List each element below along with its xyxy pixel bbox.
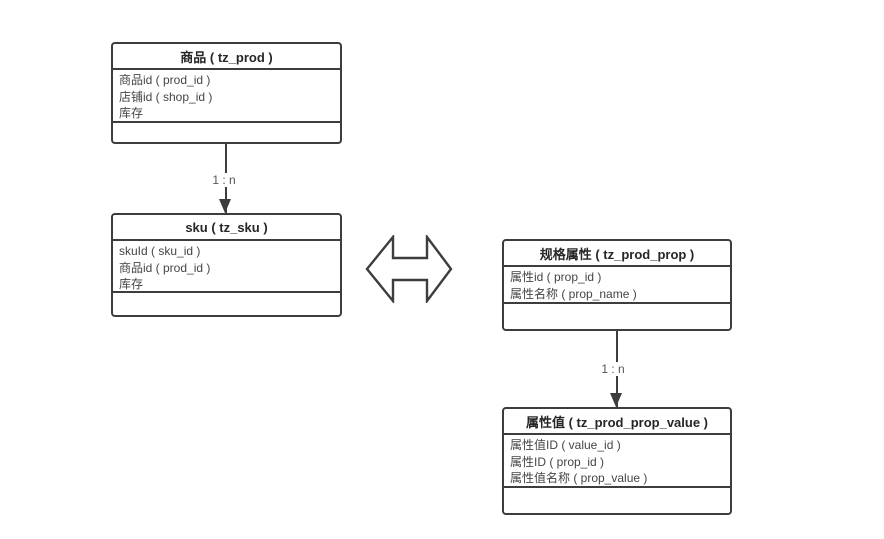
- entity-prop-value-empty-section: [504, 488, 730, 513]
- entity-prod-prop-fields: 属性id ( prop_id ) 属性名称 ( prop_name ): [504, 267, 730, 304]
- field-row: 店铺id ( shop_id ): [119, 89, 213, 104]
- relation-label-prod-sku: 1 : n: [210, 173, 238, 187]
- field-row: 属性名称 ( prop_name ): [510, 286, 637, 301]
- field-row: 属性ID ( prop_id ): [510, 454, 605, 469]
- entity-sku-title: sku ( tz_sku ): [113, 215, 340, 241]
- entity-prop-value-title: 属性值 ( tz_prod_prop_value ): [504, 409, 730, 435]
- entity-prod-title: 商品 ( tz_prod ): [113, 44, 340, 70]
- entity-prop-value-fields: 属性值ID ( value_id ) 属性ID ( prop_id ) 属性值名…: [504, 435, 730, 488]
- entity-prod-prop-empty-section: [504, 304, 730, 329]
- field-row: 库存: [119, 106, 144, 120]
- entity-prod-prop-title: 规格属性 ( tz_prod_prop ): [504, 241, 730, 267]
- relation-label-prop-value: 1 : n: [599, 362, 627, 376]
- entity-prod-empty-section: [113, 123, 340, 142]
- field-row: 库存: [119, 277, 144, 291]
- arrowhead-down-icon: [219, 199, 231, 213]
- entity-prop-value-table: 属性值 ( tz_prod_prop_value ) 属性值ID ( value…: [502, 407, 732, 515]
- entity-prod-fields: 商品id ( prod_id ) 店铺id ( shop_id ) 库存: [113, 70, 340, 123]
- entity-prod-table: 商品 ( tz_prod ) 商品id ( prod_id ) 店铺id ( s…: [111, 42, 342, 144]
- arrowhead-down-icon: [610, 393, 622, 407]
- field-row: 属性值ID ( value_id ): [510, 438, 621, 452]
- field-row: 商品id ( prod_id ): [119, 73, 211, 87]
- entity-sku-empty-section: [113, 293, 340, 315]
- field-row: 属性值名称 ( prop_value ): [510, 471, 648, 485]
- entity-sku-table: sku ( tz_sku ) skuId ( sku_id ) 商品id ( p…: [111, 213, 342, 317]
- bidirectional-arrow-icon: [365, 235, 453, 303]
- entity-prod-prop-table: 规格属性 ( tz_prod_prop ) 属性id ( prop_id ) 属…: [502, 239, 732, 331]
- entity-sku-fields: skuId ( sku_id ) 商品id ( prod_id ) 库存: [113, 241, 340, 293]
- field-row: 属性id ( prop_id ): [510, 270, 602, 284]
- field-row: skuId ( sku_id ): [119, 244, 201, 258]
- field-row: 商品id ( prod_id ): [119, 260, 211, 275]
